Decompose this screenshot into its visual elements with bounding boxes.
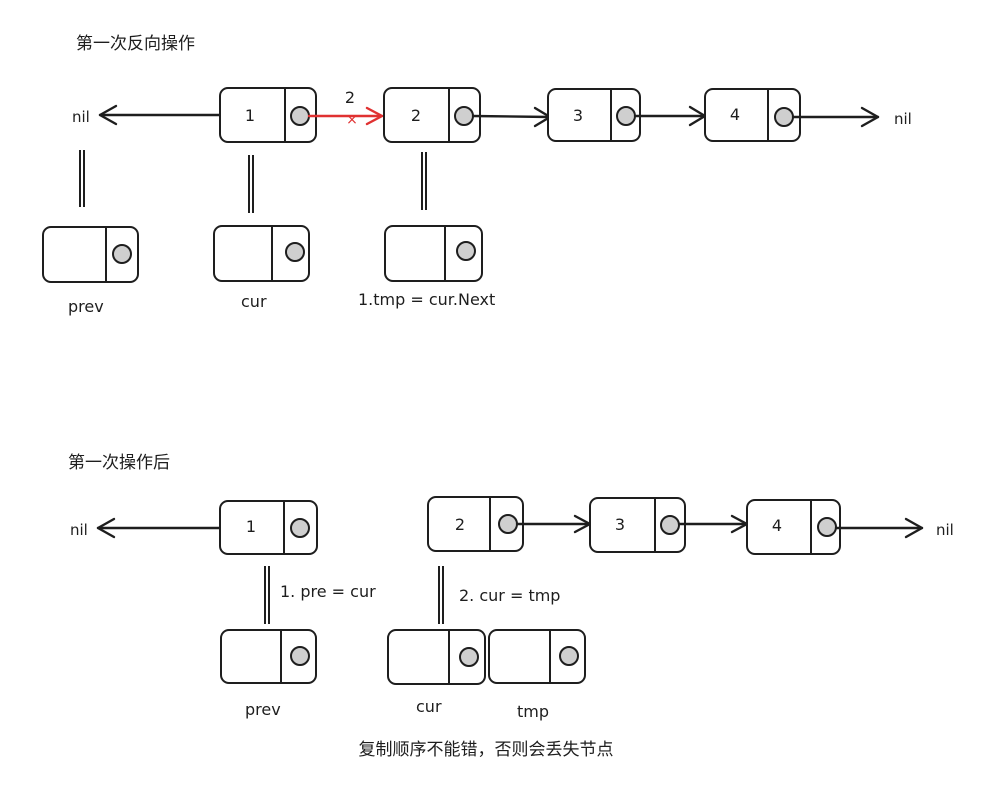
pointer-dot-icon [454, 106, 474, 126]
section1-red-cross-icon: × [346, 112, 358, 128]
section2-arrow-to-nil-right [834, 517, 924, 539]
section1-tmp-reference [421, 152, 427, 210]
section1-prev-label: prev [68, 297, 104, 316]
section1-node-2: 2 [383, 87, 481, 143]
section2-arrow-2-3 [515, 514, 592, 534]
section2-prev-label: prev [245, 700, 281, 719]
section1-node-1: 1 [219, 87, 317, 143]
section2-title: 第一次操作后 [68, 453, 170, 473]
node-value: 3 [615, 515, 625, 534]
section2-step1-label: 1. pre = cur [280, 582, 376, 601]
section1-arrow-to-nil-right [791, 106, 880, 128]
pointer-dot-icon [290, 106, 310, 126]
node-value: 4 [730, 105, 740, 124]
section1-node-3: 3 [547, 88, 641, 142]
section1-node-4: 4 [704, 88, 801, 142]
section1-prev-reference [79, 150, 85, 207]
node-value: 2 [455, 515, 465, 534]
section1-arrow-to-nil-left [98, 104, 222, 126]
section2-cur-label: cur [416, 697, 442, 716]
section2-tmp-label: tmp [517, 702, 549, 721]
pointer-dot-icon [817, 517, 837, 537]
section2-cur-box [387, 629, 486, 685]
section2-node-4: 4 [746, 499, 841, 555]
section2-nil-right: nil [936, 521, 954, 539]
section2-node-1: 1 [219, 500, 318, 555]
node-value: 3 [573, 106, 583, 125]
pointer-dot-icon [774, 107, 794, 127]
pointer-dot-icon [459, 647, 479, 667]
pointer-dot-icon [456, 241, 476, 261]
pointer-dot-icon [559, 646, 579, 666]
node-value: 2 [411, 106, 421, 125]
section2-arrow-3-4 [677, 514, 749, 534]
section2-cur-reference [438, 566, 444, 624]
node-value: 1 [246, 517, 256, 536]
section1-arrow-3-4 [633, 105, 707, 127]
section2-arrow-to-nil-left [96, 517, 222, 539]
section2-nil-left: nil [70, 521, 88, 539]
section1-red-broken-link [307, 106, 384, 126]
section1-arrow-2-3 [471, 106, 552, 128]
pointer-dot-icon [285, 242, 305, 262]
section1-nil-right: nil [894, 110, 912, 128]
section2-prev-box [220, 629, 317, 684]
pointer-dot-icon [660, 515, 680, 535]
order-warning-note: 复制顺序不能错，否则会丢失节点 [359, 740, 614, 760]
section2-tmp-box [488, 629, 586, 684]
pointer-dot-icon [498, 514, 518, 534]
section1-title: 第一次反向操作 [76, 34, 195, 54]
section1-cur-box [213, 225, 310, 282]
pointer-dot-icon [616, 106, 636, 126]
section1-tmp-label: 1.tmp = cur.Next [358, 290, 495, 309]
section2-node-3: 3 [589, 497, 686, 553]
section1-nil-left: nil [72, 108, 90, 126]
pointer-dot-icon [290, 646, 310, 666]
node-value: 4 [772, 516, 782, 535]
node-value: 1 [245, 106, 255, 125]
section2-node-2: 2 [427, 496, 524, 552]
section2-step2-label: 2. cur = tmp [459, 586, 560, 605]
pointer-dot-icon [112, 244, 132, 264]
section1-red-label: 2 [345, 88, 355, 107]
section1-tmp-box [384, 225, 483, 282]
section1-cur-label: cur [241, 292, 267, 311]
section2-prev-reference [264, 566, 270, 624]
section1-cur-reference [248, 155, 254, 213]
pointer-dot-icon [290, 518, 310, 538]
section1-prev-box [42, 226, 139, 283]
